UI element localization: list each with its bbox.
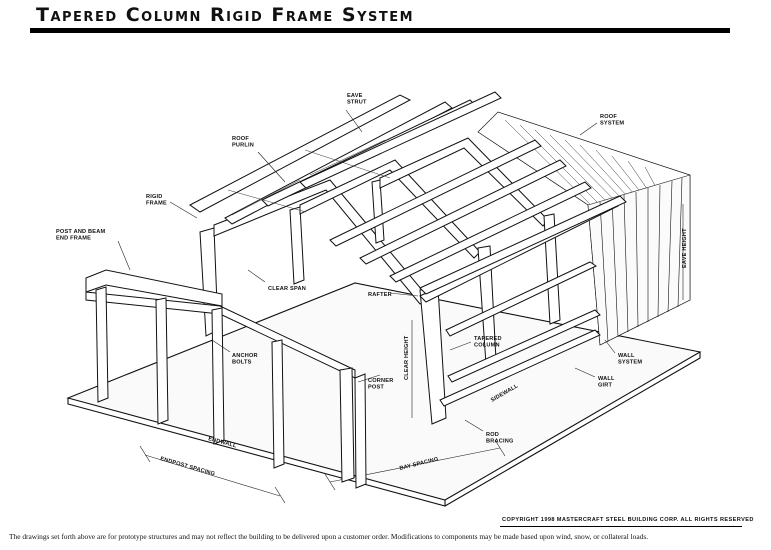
wall-girts [439, 261, 601, 407]
label-wall-girt-line-2: GIRT [598, 383, 613, 389]
disclaimer-text: The drawings set forth above are for pro… [9, 532, 649, 541]
label-tapered-column: TAPERED [474, 336, 502, 342]
label-post-and-beam: POST AND BEAM [56, 229, 105, 235]
label-wall-system: WALL [618, 353, 635, 359]
label-anchor-bolts-line-2: BOLTS [232, 360, 252, 366]
label-eave-height: EAVE HEIGHT [682, 228, 688, 268]
label-corner-post: CORNER [368, 378, 393, 384]
label-wall-girt: WALL [598, 376, 615, 382]
label-rafter: RAFTER [368, 292, 392, 298]
label-post-and-beam-line-2: END FRAME [56, 236, 91, 242]
eave-strut [419, 195, 627, 295]
page-title: Tapered Column Rigid Frame System [36, 4, 415, 26]
label-roof-system-line-2: SYSTEM [600, 121, 624, 127]
post-and-beam-end-frame [85, 269, 367, 489]
label-roof-system: ROOF [600, 114, 617, 120]
label-roof-purlin: ROOF [232, 136, 249, 142]
label-eave-strut: EAVE [347, 93, 363, 99]
label-endpost-spacing: ENDPOST SPACING [159, 456, 215, 477]
label-rod-bracing: ROD [486, 432, 499, 438]
leader-lines [117, 109, 684, 432]
label-clear-span: CLEAR SPAN [268, 286, 306, 292]
label-clear-height: CLEAR HEIGHT [404, 335, 410, 380]
copyright-notice: COPYRIGHT 1998 MASTERCRAFT STEEL BUILDIN… [502, 517, 754, 523]
label-roof-purlin-line-2: PURLIN [232, 143, 254, 149]
rigid-frames [199, 137, 561, 425]
label-anchor-bolts: ANCHOR [232, 353, 258, 359]
title-underline [30, 28, 730, 33]
label-eave-strut-line-2: STRUT [347, 100, 367, 106]
label-tapered-column-line-2: COLUMN [474, 343, 500, 349]
label-wall-system-line-2: SYSTEM [618, 360, 642, 366]
label-corner-post-line-2: POST [368, 385, 384, 391]
roof-rod-bracing [227, 139, 391, 216]
label-rod-bracing-line-2: BRACING [486, 439, 514, 445]
label-rigid-frame-line-2: FRAME [146, 201, 167, 207]
wall-sheeting [587, 174, 691, 346]
roof-purlins [189, 91, 619, 303]
copyright-underline [500, 526, 742, 527]
label-rigid-frame: RIGID [146, 194, 163, 200]
